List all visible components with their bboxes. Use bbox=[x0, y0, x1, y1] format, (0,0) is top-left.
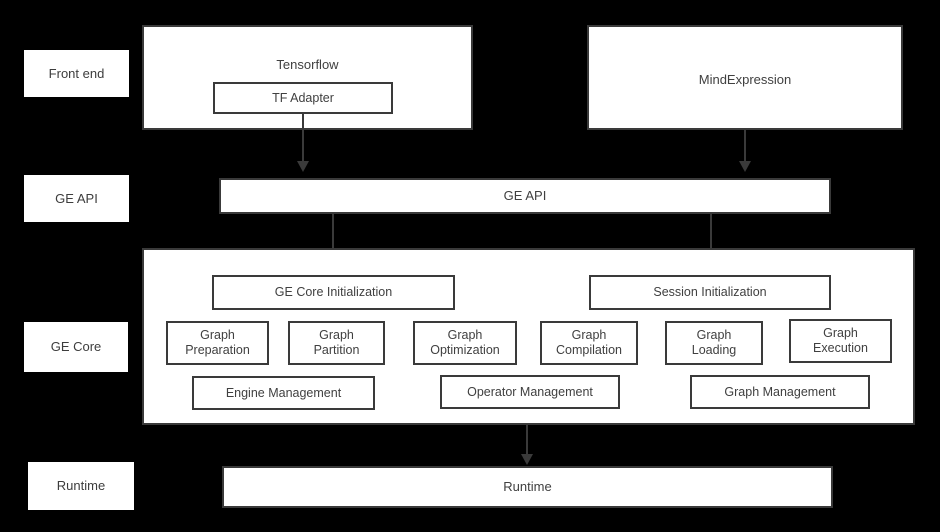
lane-label-front-end: Front end bbox=[24, 50, 129, 97]
runtime-bar[interactable]: Runtime bbox=[222, 466, 833, 508]
module-graph-partition[interactable]: Graph Partition bbox=[288, 321, 385, 365]
arrowhead-gecore-to-runtime bbox=[521, 454, 533, 465]
tensorflow-label: Tensorflow bbox=[276, 57, 339, 72]
mindexpression-label: MindExpression bbox=[698, 72, 792, 87]
arrowhead-tfadapter-to-geapi bbox=[297, 161, 309, 172]
arrowhead-mindexpression-to-geapi bbox=[739, 161, 751, 172]
manager-operator-management[interactable]: Operator Management bbox=[440, 375, 620, 409]
ge-core-initialization-box[interactable]: GE Core Initialization bbox=[212, 275, 455, 310]
module-graph-loading[interactable]: Graph Loading bbox=[665, 321, 763, 365]
module-graph-compilation[interactable]: Graph Compilation bbox=[540, 321, 638, 365]
connector-mindexpression-to-geapi bbox=[744, 130, 746, 162]
manager-engine-management[interactable]: Engine Management bbox=[192, 376, 375, 410]
lane-label-runtime: Runtime bbox=[28, 462, 134, 510]
connector-geapi-to-session-init bbox=[710, 214, 712, 262]
module-graph-preparation[interactable]: Graph Preparation bbox=[166, 321, 269, 365]
tf-adapter-box[interactable]: TF Adapter bbox=[213, 82, 393, 114]
manager-graph-management[interactable]: Graph Management bbox=[690, 375, 870, 409]
module-graph-optimization[interactable]: Graph Optimization bbox=[413, 321, 517, 365]
mindexpression-container: MindExpression bbox=[587, 25, 903, 130]
module-graph-execution[interactable]: Graph Execution bbox=[789, 319, 892, 363]
connector-tfadapter-to-geapi bbox=[302, 114, 304, 162]
session-initialization-box[interactable]: Session Initialization bbox=[589, 275, 831, 310]
connector-gecore-to-runtime bbox=[526, 425, 528, 455]
lane-label-ge-api: GE API bbox=[24, 175, 129, 222]
ge-api-bar[interactable]: GE API bbox=[219, 178, 831, 214]
tensorflow-container: Tensorflow bbox=[142, 25, 473, 130]
connector-geapi-to-core-init bbox=[332, 214, 334, 262]
lane-label-ge-core: GE Core bbox=[24, 322, 128, 372]
